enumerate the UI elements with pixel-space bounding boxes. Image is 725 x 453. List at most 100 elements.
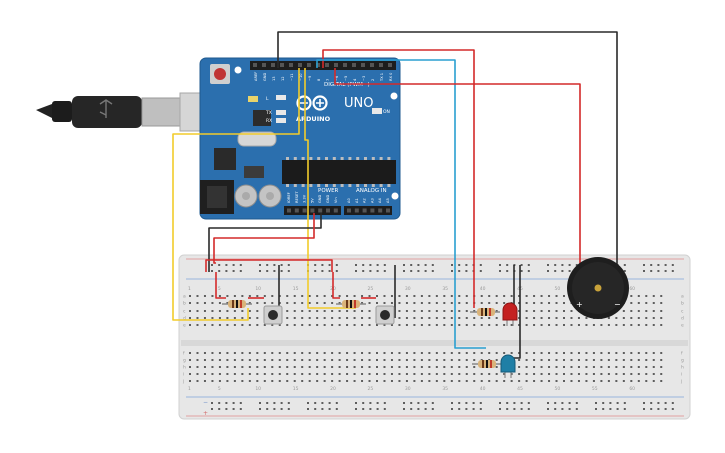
analog-header xyxy=(344,206,392,215)
breadboard-hole xyxy=(211,270,213,272)
breadboard-hole xyxy=(368,310,371,312)
breadboard-hole xyxy=(405,366,408,368)
wire-black-gnd-rail xyxy=(208,213,322,272)
breadboard-hole xyxy=(443,380,446,382)
analog-pin-label: A4 xyxy=(378,198,382,203)
breadboard-hole xyxy=(637,366,640,368)
breadboard-hole xyxy=(555,380,558,382)
breadboard-hole xyxy=(671,402,674,404)
header-pin xyxy=(388,63,392,67)
breadboard-hole xyxy=(405,352,408,354)
breadboard-hole xyxy=(548,359,551,361)
breadboard-hole xyxy=(405,302,408,304)
power-pin-label: 5V xyxy=(310,198,314,203)
breadboard-hole xyxy=(533,380,536,382)
breadboard-hole xyxy=(420,302,423,304)
breadboard-hole xyxy=(602,402,605,404)
breadboard-hole xyxy=(271,352,274,354)
breadboard-hole xyxy=(650,408,653,410)
breadboard-hole xyxy=(527,270,530,272)
breadboard-hole xyxy=(473,352,476,354)
breadboard-hole xyxy=(218,408,221,410)
breadboard-hole xyxy=(361,317,364,319)
breadboard-hole xyxy=(248,295,251,297)
breadboard-hole xyxy=(465,408,468,410)
breadboard-hole xyxy=(233,366,236,368)
header-pin xyxy=(343,63,347,67)
column-number: 60 xyxy=(629,386,635,392)
breadboard-hole xyxy=(561,270,564,272)
breadboard-hole xyxy=(248,380,251,382)
chip-pin xyxy=(348,184,352,187)
breadboard-hole xyxy=(615,317,618,319)
breadboard-hole xyxy=(428,352,431,354)
breadboard-hole xyxy=(405,324,408,326)
breadboard-hole xyxy=(561,402,564,404)
breadboard-hole xyxy=(316,359,319,361)
breadboard-hole xyxy=(540,317,543,319)
breadboard-hole xyxy=(376,295,378,297)
breadboard-hole xyxy=(328,264,331,266)
breadboard-hole xyxy=(520,270,523,272)
breadboard-hole xyxy=(623,270,626,272)
breadboard-hole xyxy=(211,352,214,354)
breadboard-hole xyxy=(308,324,311,326)
breadboard-hole xyxy=(203,366,206,368)
breadboard-hole xyxy=(554,408,557,410)
row-letter: c xyxy=(183,310,186,315)
breadboard-hole xyxy=(450,366,453,368)
header-pin xyxy=(289,63,293,67)
breadboard-hole xyxy=(473,310,476,312)
breadboard-hole xyxy=(398,317,401,319)
breadboard-hole xyxy=(548,380,551,382)
chip-pin xyxy=(340,157,344,160)
breadboard-hole xyxy=(286,317,289,319)
led-red xyxy=(502,302,518,326)
breadboard-hole xyxy=(362,402,365,404)
breadboard-hole xyxy=(451,402,453,404)
breadboard-hole xyxy=(417,270,420,272)
breadboard-hole xyxy=(660,324,663,326)
breadboard-hole xyxy=(664,408,667,410)
breadboard-hole xyxy=(390,324,393,326)
breadboard-hole xyxy=(525,295,528,297)
reset-button[interactable] xyxy=(214,68,226,80)
push-button-1[interactable] xyxy=(263,305,283,325)
breadboard-hole xyxy=(321,402,324,404)
header-pin xyxy=(325,63,329,67)
breadboard-hole xyxy=(280,270,283,272)
breadboard-hole xyxy=(428,317,431,319)
breadboard-hole xyxy=(417,402,420,404)
breadboard-hole xyxy=(609,402,612,404)
breadboard-hole xyxy=(495,373,498,375)
push-button-2[interactable] xyxy=(375,305,395,325)
breadboard-hole xyxy=(189,366,191,368)
wire-red-button-2 xyxy=(332,272,340,299)
power-pin-label: 3.3V xyxy=(303,194,307,203)
wire-red-buzzer xyxy=(334,68,581,294)
breadboard-hole xyxy=(585,373,588,375)
breadboard-hole xyxy=(660,380,663,382)
breadboard-hole xyxy=(450,380,453,382)
breadboard-hole xyxy=(362,270,365,272)
breadboard-hole xyxy=(398,373,401,375)
column-number: 45 xyxy=(517,386,523,392)
breadboard-hole xyxy=(316,302,319,304)
breadboard-hole xyxy=(390,359,393,361)
breadboard-hole xyxy=(189,380,191,382)
breadboard-hole xyxy=(256,302,259,304)
breadboard-hole xyxy=(495,359,498,361)
breadboard-hole xyxy=(301,359,304,361)
breadboard-hole xyxy=(488,302,491,304)
breadboard-hole xyxy=(263,359,266,361)
breadboard-hole xyxy=(335,270,338,272)
column-number: 50 xyxy=(555,286,561,292)
breadboard-hole xyxy=(660,317,663,319)
header-pin xyxy=(294,208,299,213)
breadboard-hole xyxy=(233,310,236,312)
breadboard-hole xyxy=(652,317,655,319)
breadboard-hole xyxy=(390,366,393,368)
breadboard-hole xyxy=(435,352,438,354)
breadboard-hole xyxy=(540,373,543,375)
breadboard-hole xyxy=(458,380,461,382)
